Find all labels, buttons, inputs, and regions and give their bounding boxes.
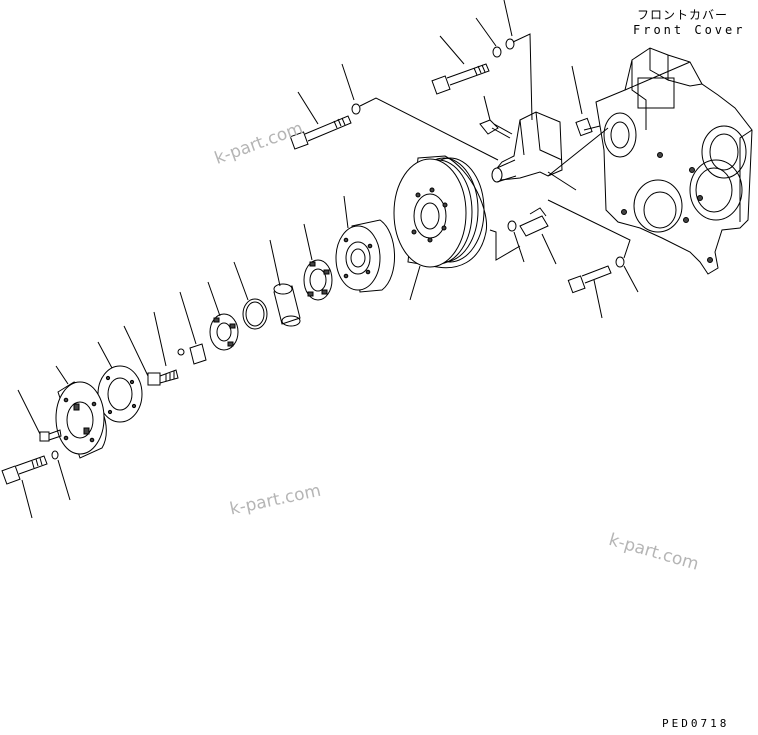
front-cover-label-jp: フロントカバー <box>637 8 729 22</box>
bracket-bolt-part <box>479 119 513 139</box>
rubber-damper-part <box>209 313 239 351</box>
pulley-hub-part <box>335 219 395 293</box>
top-washer-b-part <box>505 38 515 50</box>
sleeve-part <box>273 283 301 327</box>
assembly-lines <box>359 33 631 261</box>
flange-bolt-part <box>39 429 62 442</box>
top-washer-a-part <box>492 46 502 58</box>
cover-washer-part <box>615 256 625 268</box>
drawing-code: PED0718 <box>662 717 730 730</box>
cover-bolt-part <box>567 265 612 294</box>
front-cover-part <box>595 47 753 275</box>
plug-part <box>575 117 593 137</box>
flange-part <box>55 381 107 459</box>
rubber-ring-part <box>303 259 333 301</box>
front-cover-label-en: Front Cover <box>633 23 746 37</box>
crank-pulley-part <box>393 155 488 269</box>
snap-ring-part <box>242 298 268 330</box>
bracket-stud-part <box>519 207 549 237</box>
washer-lower-part <box>51 450 59 460</box>
bracket-washer-part <box>507 220 517 232</box>
bracket-part <box>491 111 563 183</box>
washer-upper-part <box>351 103 361 115</box>
middle-bolt-part <box>147 369 179 386</box>
long-bolt-lower-part <box>1 455 48 485</box>
gasket-part <box>97 365 143 423</box>
leader-lines <box>17 0 639 519</box>
top-bolt-part <box>431 63 490 95</box>
lock-plate-part <box>177 343 207 365</box>
long-bolt-upper-part <box>289 115 352 150</box>
